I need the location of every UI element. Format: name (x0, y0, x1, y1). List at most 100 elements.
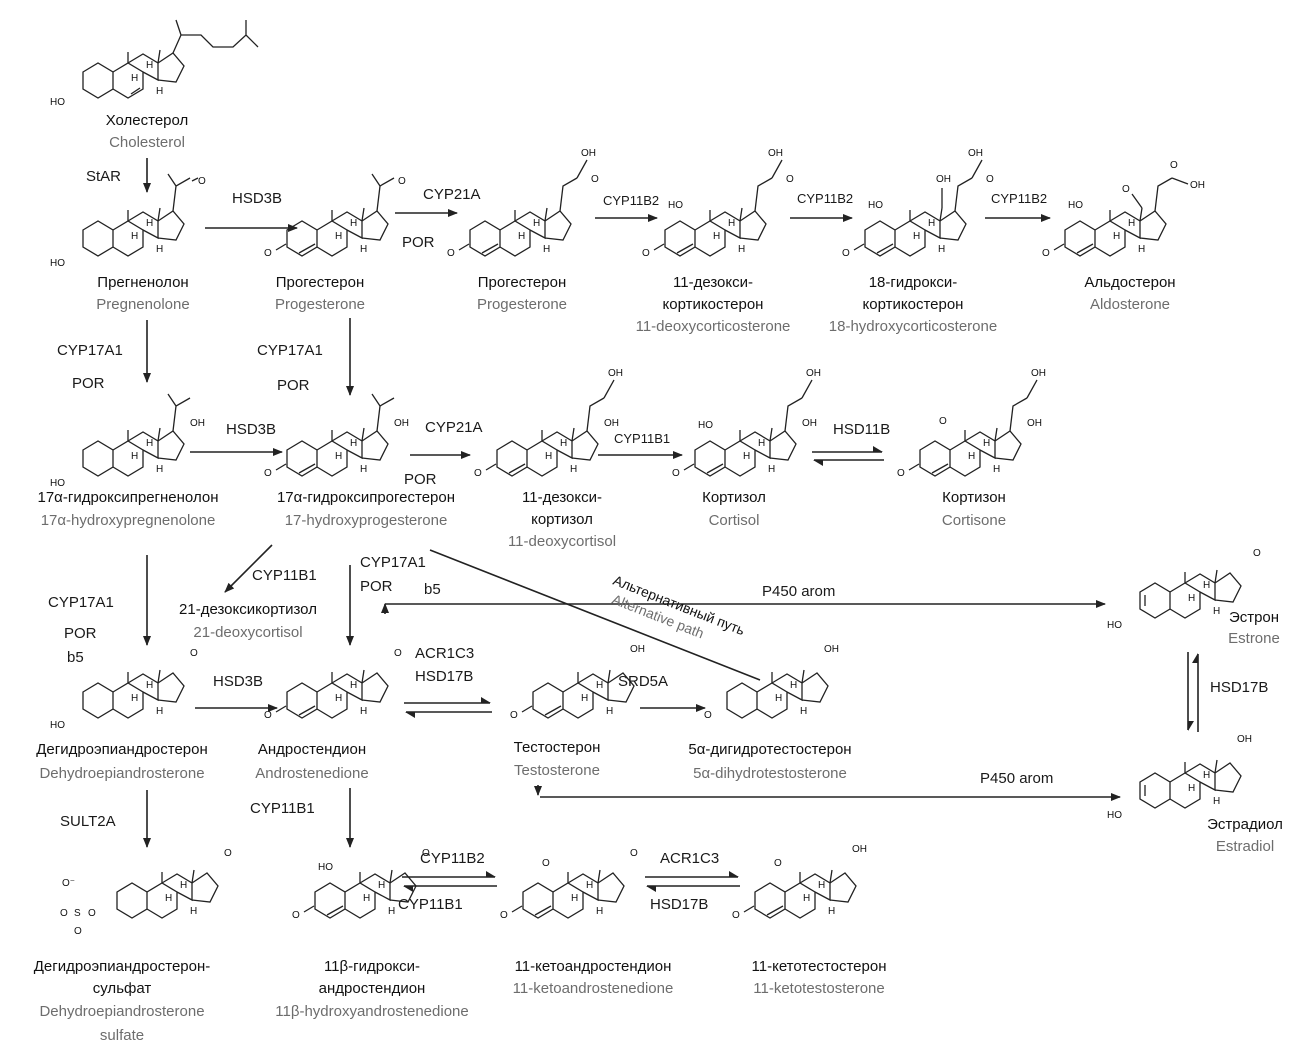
svg-text:HO: HO (50, 720, 65, 731)
label-ohandro11-ru1: 11β-гидрокси- (324, 958, 420, 975)
svg-text:O: O (422, 848, 430, 859)
label-doc-en: 11-deoxycorticosterone (636, 318, 791, 335)
pregnenolone-structure: O HO (50, 173, 206, 269)
svg-text:OH: OH (768, 148, 783, 159)
svg-text:O: O (1253, 548, 1261, 559)
label-dht-ru: 5α-дигидротестостерон (688, 741, 851, 758)
label-ohandro11-ru2: андростендион (319, 980, 426, 997)
svg-text:O: O (1170, 160, 1178, 171)
cortisol-structure: OH OH HO O (672, 368, 821, 479)
label-ohcort18-ru2: кортикостерон (863, 296, 964, 313)
dht-structure: OH O (704, 644, 839, 721)
svg-text:O: O (60, 908, 68, 919)
label-dhea-ru: Дегидроэпиандростерон (36, 741, 208, 758)
enzyme-cyp11b2-2: CYP11B2 (797, 191, 853, 206)
enzyme-sult2a: SULT2A (60, 813, 116, 830)
label-cortisol-en: Cortisol (709, 512, 760, 529)
svg-text:O: O (88, 908, 96, 919)
svg-text:O: O (264, 248, 272, 259)
svg-text:OH: OH (608, 368, 623, 379)
enzyme-cyp17a1-4: CYP17A1 (48, 594, 114, 611)
label-cholesterol-ru: Холестерол (106, 112, 189, 129)
estradiol-structure: OH HO (1107, 734, 1252, 821)
label-ketoandro11-ru: 11-кетоандростендион (515, 958, 672, 975)
svg-text:O: O (198, 176, 206, 187)
label-dheas-ru2: сульфат (93, 980, 152, 997)
deoxycorticosterone-structure: O OH HO O (642, 148, 794, 259)
svg-text:O: O (774, 858, 782, 869)
label-ohprog17-en: 17-hydroxyprogesterone (285, 512, 448, 529)
svg-text:OH: OH (394, 418, 409, 429)
enzyme-cyp17a1-1: CYP17A1 (57, 342, 123, 359)
enzyme-srd5a: SRD5A (618, 673, 668, 690)
svg-text:O: O (642, 248, 650, 259)
label-ohcort18-ru1: 18-гидрокси- (869, 274, 958, 291)
label-progesterone2-en: Progesterone (477, 296, 567, 313)
label-ohandro11-en: 11β-hydroxyandrostenedione (275, 1003, 468, 1020)
svg-text:O: O (394, 648, 402, 659)
svg-text:O: O (842, 248, 850, 259)
enzyme-por-3: POR (277, 377, 310, 394)
label-androstenedione-ru: Андростендион (258, 741, 366, 758)
label-deoxycortisol11-ru1: 11-дезокси- (522, 489, 602, 506)
label-androstenedione-en: Androstenedione (255, 765, 368, 782)
cortisone-structure: OH OH O O (897, 368, 1046, 479)
hydroxyprogesterone-structure: OH O (264, 393, 409, 479)
svg-text:O: O (786, 174, 794, 185)
ketotestosterone-structure: OH O O (732, 844, 867, 921)
svg-text:O: O (1042, 248, 1050, 259)
svg-text:O: O (398, 176, 406, 187)
label-progesterone1-ru: Прогестерон (276, 274, 364, 291)
svg-text:OH: OH (824, 644, 839, 655)
arrow-ohprog17-deoxycortisol21 (224, 544, 273, 593)
svg-text:HO: HO (50, 97, 65, 108)
label-doc-ru1: 11-дезокси- (673, 274, 753, 291)
label-ketoandro11-en: 11-ketoandrostenedione (513, 980, 674, 997)
testosterone-structure: OH O (510, 644, 645, 721)
enzyme-hsd17b-2: HSD17B (1210, 679, 1268, 696)
svg-text:OH: OH (1031, 368, 1046, 379)
svg-text:O: O (1122, 184, 1130, 195)
svg-text:OH: OH (806, 368, 821, 379)
svg-text:O: O (672, 468, 680, 479)
progesterone-structure-2: O OH O (447, 148, 599, 259)
enzyme-por-6: POR (64, 625, 97, 642)
label-dht-en: 5α-dihydrotestosterone (693, 765, 847, 782)
enzyme-cyp17a1-2: CYP17A1 (257, 342, 323, 359)
enzyme-cyp11b1-2: CYP11B1 (252, 567, 317, 584)
label-ohpreg17-ru: 17α-гидроксипрегненолон (38, 489, 219, 506)
label-deoxycortisol21-ru: 21-дезоксикортизол (179, 601, 317, 618)
reaction-arrows (143, 158, 1199, 892)
enzyme-por-1: POR (402, 234, 435, 251)
svg-text:OH: OH (968, 148, 983, 159)
enzyme-hsd11b: HSD11B (833, 421, 890, 438)
compound-labels: Холестерол Cholesterol Прегненолон Pregn… (34, 112, 1283, 1044)
svg-text:O: O (447, 248, 455, 259)
label-testosterone-ru: Тестостерон (514, 739, 601, 756)
label-estradiol-en: Estradiol (1216, 838, 1274, 855)
hydroxypregnenolone-structure: OH HO (50, 393, 205, 489)
label-estrone-en: Estrone (1228, 630, 1280, 647)
svg-text:HO: HO (1068, 200, 1083, 211)
svg-text:O: O (939, 416, 947, 427)
label-aldosterone-ru: Альдостерон (1084, 274, 1175, 291)
label-ohprog17-ru: 17α-гидроксипрогестерон (277, 489, 455, 506)
label-testosterone-en: Testosterone (514, 762, 600, 779)
svg-text:O: O (500, 910, 508, 921)
enzyme-labels: StAR HSD3B CYP21A POR CYP11B2 CYP11B2 CY… (48, 168, 1268, 913)
enzyme-p450arom-2: P450 arom (980, 770, 1053, 787)
enzyme-por-2: POR (72, 375, 105, 392)
svg-text:O: O (542, 858, 550, 869)
label-deoxycortisol21-en: 21-deoxycortisol (193, 624, 302, 641)
label-ohcort18-en: 18-hydroxycorticosterone (829, 318, 997, 335)
ketoandrostenedione-structure: O O O (500, 848, 638, 921)
enzyme-acr1c3-1: ACR1C3 (415, 645, 474, 662)
svg-text:HO: HO (868, 200, 883, 211)
hydroxyandrostenedione-structure: O HO O (292, 848, 430, 921)
enzyme-hsd17b-3: HSD17B (650, 896, 708, 913)
enzyme-cyp11b1-3: CYP11B1 (250, 800, 315, 817)
label-ketotesto11-en: 11-ketotestosterone (753, 980, 884, 997)
label-dheas-en1: Dehydroepiandrosterone (39, 1003, 204, 1020)
deoxycortisol-structure: OH OH O (474, 368, 623, 479)
